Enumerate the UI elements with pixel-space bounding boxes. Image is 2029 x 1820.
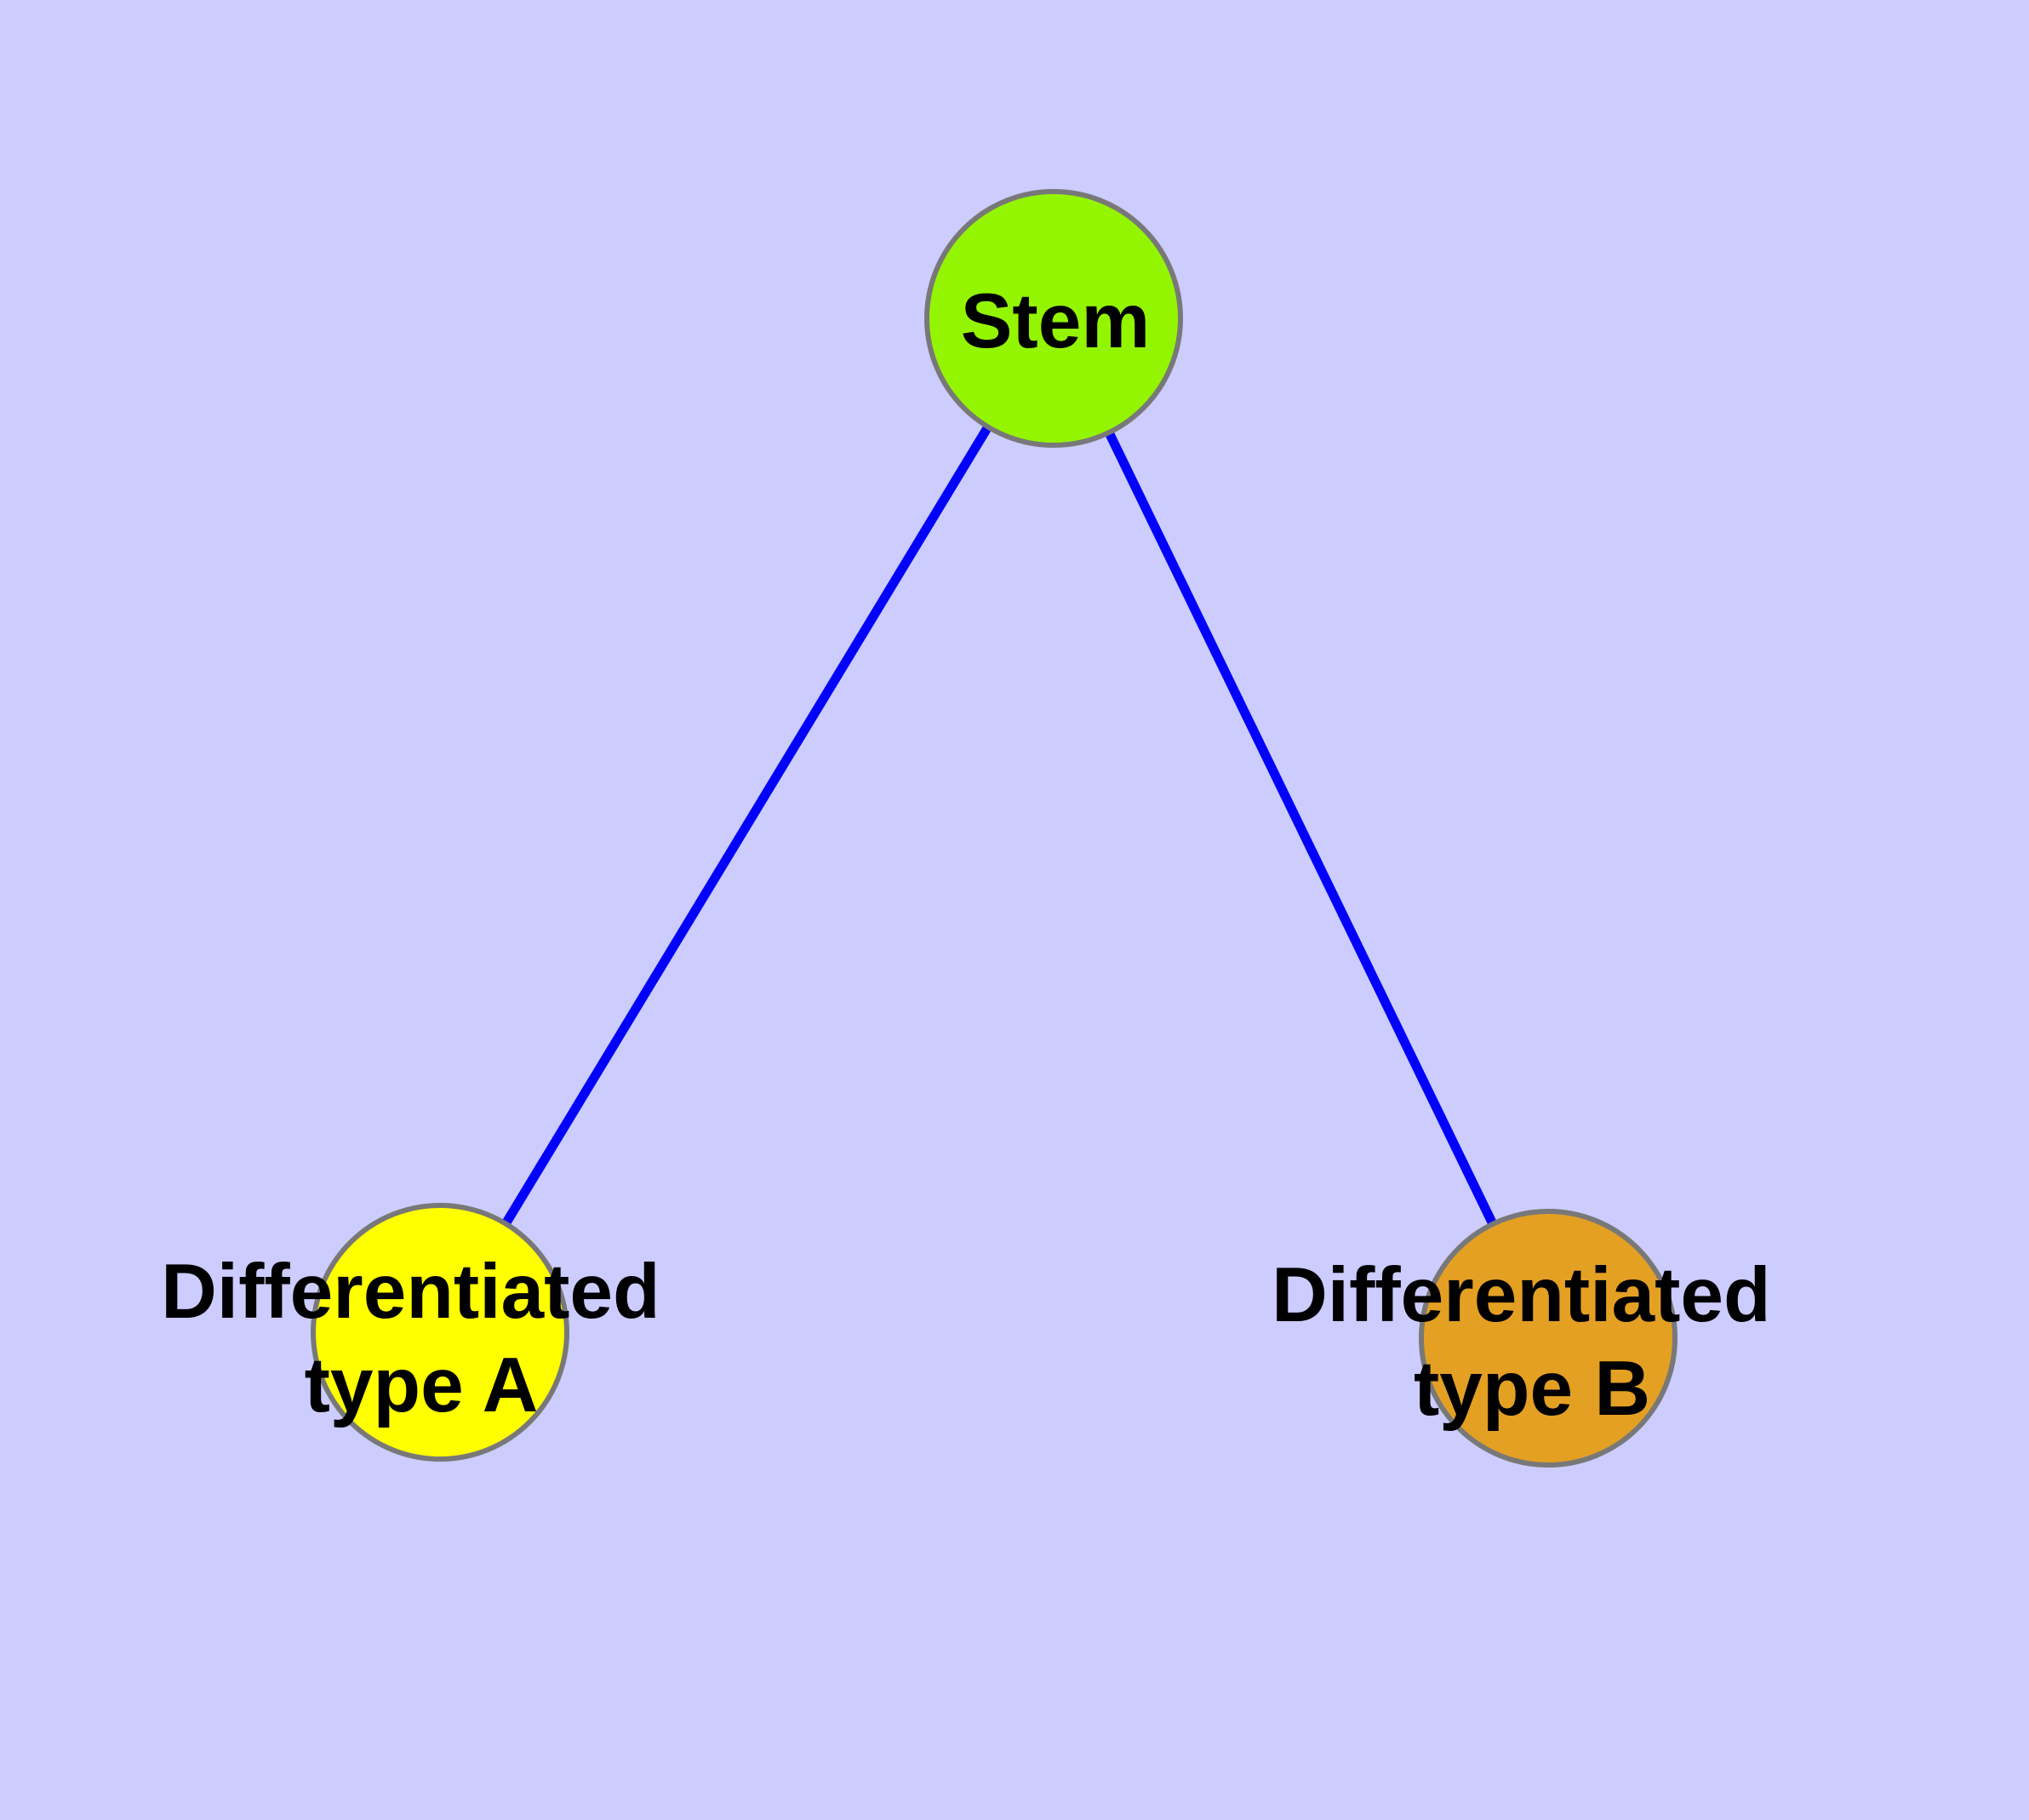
node-stem-circle (924, 189, 1183, 448)
node-type-b-label-line1: Differentiated (1272, 1252, 1771, 1338)
node-type-a-label: Differentiated type A (161, 1249, 682, 1428)
labels-group: Stem Differentiated type A Differentiate… (161, 278, 1792, 1432)
node-type-a-circle (311, 1203, 569, 1462)
node-type-b-label-line2: type B (1414, 1346, 1650, 1432)
nodes-group (311, 189, 1677, 1468)
node-type-a-label-line2: type A (305, 1342, 539, 1428)
node-type-b-label: Differentiated type B (1272, 1252, 1792, 1432)
edge-stem-to-type-a (436, 316, 1058, 1335)
node-type-a-label-line1: Differentiated (161, 1249, 660, 1335)
edges-group (436, 316, 1552, 1341)
edge-stem-to-type-b (1049, 316, 1552, 1341)
node-type-b-circle (1419, 1209, 1677, 1468)
node-stem-label: Stem (961, 278, 1151, 364)
